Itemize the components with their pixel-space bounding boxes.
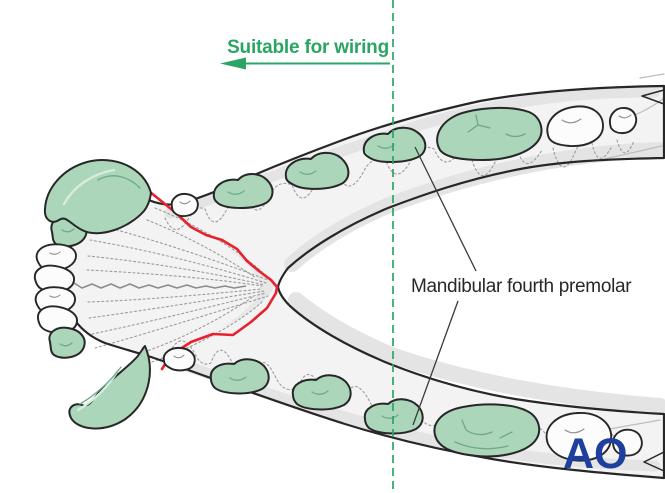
lower-ramus-inner-shading [288, 292, 665, 414]
fan-root-dotted [86, 269, 263, 287]
lower-canine-tooth [68, 345, 151, 430]
lower-third-molar-tooth [612, 428, 643, 457]
upper-canine-root-dotted [146, 219, 257, 279]
lower-third-premolar-tooth [291, 374, 352, 411]
wiring-label: Suitable for wiring [227, 37, 389, 58]
fan-root-dotted [87, 288, 263, 303]
upper-ramus-inner-shading [284, 142, 665, 272]
upper-second-molar-tooth [546, 105, 604, 147]
lower-first-premolar-tooth [162, 346, 196, 372]
upper-third-molar-tooth [609, 107, 638, 135]
upper-molar3-root-dotted [616, 139, 635, 154]
canine-highlight [62, 168, 116, 206]
bone-streak [639, 73, 665, 79]
lower-second-molar-tooth [545, 412, 612, 462]
symphysis-midline [63, 282, 247, 289]
fan-root-dotted [91, 292, 267, 335]
premolar-label: Mandibular fourth premolar [411, 276, 632, 297]
lower-first-molar-tooth [433, 403, 541, 458]
tooth-fissures [49, 114, 632, 450]
fan-root-dotted [94, 295, 269, 349]
fan-root-dotted [89, 239, 267, 284]
upper-first-premolar-tooth [170, 192, 199, 217]
bone-streak [599, 145, 663, 161]
upper-ramus-fork [641, 89, 665, 105]
ao-logo: AO [563, 430, 628, 478]
fan-root-dotted [88, 290, 265, 319]
teeth-lower [48, 326, 643, 462]
arrowhead-left-icon [220, 57, 246, 70]
lower-lateral-incisor-tooth [48, 326, 86, 359]
pointer-lines [412, 146, 477, 426]
upper-roots-dotted [164, 146, 463, 231]
fracture-line [148, 190, 279, 371]
premolar-pointer-line-upper [414, 146, 477, 272]
upper-third-premolar-tooth [284, 151, 350, 190]
premolar-pointer-line-lower [412, 300, 459, 426]
lower-canine-root-dotted [143, 295, 255, 353]
lower-second-premolar-tooth [209, 358, 270, 395]
fan-root-dotted [87, 255, 265, 286]
upper-first-molar-tooth [436, 106, 543, 161]
bone-streak [603, 419, 661, 431]
wiring-direction-arrow [220, 57, 390, 70]
lower-ramus-fork [643, 451, 665, 472]
